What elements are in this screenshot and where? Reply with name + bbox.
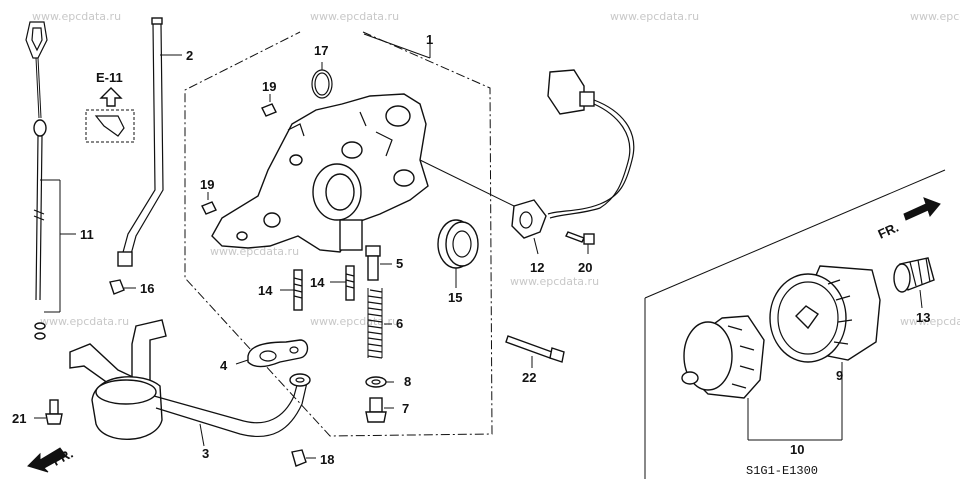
reference-e11: E-11 — [85, 70, 135, 143]
pressure-sensor-drawing — [419, 69, 635, 255]
watermark: www.epcdata.ru — [900, 315, 960, 328]
small-bolts-drawing — [34, 279, 316, 467]
callout-1: 1 — [426, 32, 433, 47]
front-arrow-bottom: FR. — [27, 446, 76, 473]
front-arrow-icon — [27, 447, 67, 473]
dipstick-tube-drawing — [117, 17, 182, 267]
gasket-drawing — [235, 339, 309, 368]
studs-drawing — [280, 265, 355, 311]
callout-19b: 19 — [200, 177, 214, 192]
watermark: www.epcdata.ru — [310, 315, 399, 328]
watermark: www.epcdata.ru — [510, 275, 599, 288]
callout-22: 22 — [522, 370, 536, 385]
front-arrow-icon — [903, 197, 941, 221]
front-arrow-label: FR. — [50, 446, 76, 469]
callout-18: 18 — [320, 452, 334, 467]
callout-9: 9 — [836, 368, 843, 383]
callout-14b: 14 — [310, 275, 325, 290]
callout-16: 16 — [140, 281, 154, 296]
callout-20: 20 — [578, 260, 592, 275]
dipstick-drawing — [25, 21, 76, 340]
callout-4: 4 — [220, 358, 228, 373]
relief-valve-drawing — [365, 245, 394, 423]
front-arrow-top: FR. — [876, 197, 941, 242]
oil-pump-drawing — [211, 33, 431, 253]
front-arrow-label: FR. — [876, 220, 901, 242]
callouts: 1 2 3 4 5 6 7 8 9 10 11 12 13 14 14 15 1… — [12, 32, 930, 467]
callout-11: 11 — [80, 227, 94, 242]
oil-strainer-drawing — [69, 319, 311, 447]
diagram-code: S1G1-E1300 — [746, 464, 818, 478]
watermark: www.epcdata.ru — [610, 10, 699, 23]
filter-fitting-drawing — [893, 257, 935, 309]
callout-5: 5 — [396, 256, 403, 271]
callout-21: 21 — [12, 411, 26, 426]
watermark: www.epcdata.ru — [32, 10, 121, 23]
o-ring-drawing — [311, 62, 333, 99]
watermark: www.epcdata.ru — [40, 315, 129, 328]
callout-3: 3 — [202, 446, 209, 461]
callout-15: 15 — [448, 290, 462, 305]
oil-filter-boundary — [644, 169, 946, 479]
oil-pump-assembly-boundary — [184, 31, 493, 437]
callout-14a: 14 — [258, 283, 273, 298]
callout-13: 13 — [916, 310, 930, 325]
watermarks: www.epcdata.ru www.epcdata.ru www.epcdat… — [32, 10, 960, 328]
up-arrow-icon — [99, 87, 123, 107]
dowel-pins-drawing — [201, 94, 277, 215]
callout-12: 12 — [530, 260, 544, 275]
bolt-22-drawing — [505, 335, 565, 368]
watermark: www.epcdata.ru — [210, 245, 299, 258]
callout-19a: 19 — [262, 79, 276, 94]
callout-10: 10 — [790, 442, 804, 457]
bolt-20-drawing — [565, 231, 595, 254]
oil-filter-drawing — [681, 265, 881, 441]
watermark: www.epcdata.ru — [910, 10, 960, 23]
reference-e11-label: E-11 — [96, 70, 123, 85]
oil-seal-drawing — [437, 219, 479, 288]
watermark: www.epcdata.ru — [310, 10, 399, 23]
callout-8: 8 — [404, 374, 411, 389]
callout-7: 7 — [402, 401, 409, 416]
callout-2: 2 — [186, 48, 193, 63]
callout-17: 17 — [314, 43, 328, 58]
callout-6: 6 — [396, 316, 403, 331]
